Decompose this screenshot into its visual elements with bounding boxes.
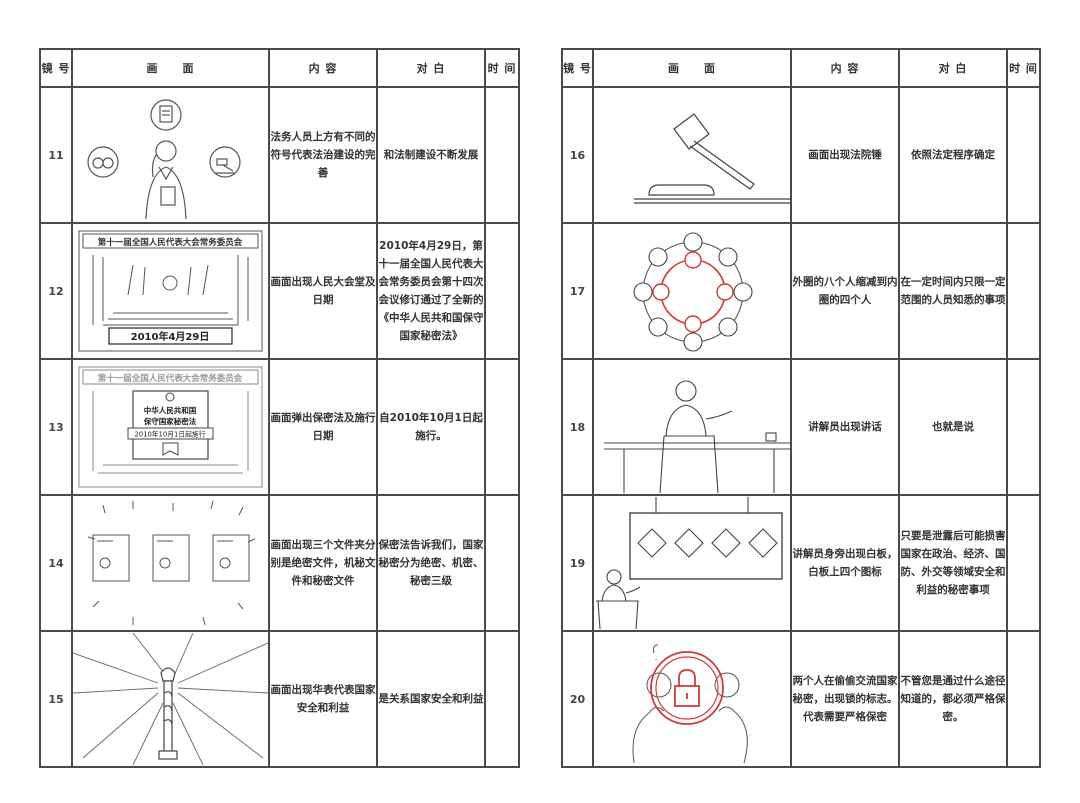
sketch-huabiao bbox=[71, 630, 270, 768]
shot-number: 18 bbox=[561, 358, 594, 496]
content-text: 画面弹出保密法及施行日期 bbox=[268, 358, 378, 496]
dialogue-text: 保密法告诉我们，国家秘密分为绝密、机密、秘密三级 bbox=[376, 494, 486, 632]
shot-number: 20 bbox=[561, 630, 594, 768]
whiteboard-icon bbox=[629, 512, 783, 580]
content-text: 画面出现法院锤 bbox=[790, 86, 900, 224]
table-row: 14 画面出现三个文件夹分别是绝密文件，机秘文件和秘密文件 保密法告诉我们，国家… bbox=[39, 494, 520, 632]
dialogue-text: 只要是泄露后可能损害国家在政治、经济、国防、外交等领域安全和利益的秘密事项 bbox=[898, 494, 1008, 632]
table-row: 11 法务人员上方有不同的符号代表法治建设的 bbox=[39, 86, 520, 224]
table-row: 16 画面出现法院锤 依照法定程序确定 bbox=[561, 86, 1041, 224]
table-row: 13 第十一届全国人民代表大会常务委员会 中华人民共和国 保守国家秘密法 201… bbox=[39, 358, 520, 496]
content-text: 外圈的八个人缩减到内圈的四个人 bbox=[790, 222, 900, 360]
shot-number: 17 bbox=[561, 222, 594, 360]
shot-number: 14 bbox=[39, 494, 73, 632]
certificate-icon bbox=[150, 99, 182, 131]
table-row: 17 bbox=[561, 222, 1041, 360]
time-cell bbox=[484, 494, 520, 632]
sketch-law-popup: 第十一届全国人民代表大会常务委员会 中华人民共和国 保守国家秘密法 2010年1… bbox=[71, 358, 270, 496]
gavel-icon bbox=[673, 113, 755, 190]
presenter-figure bbox=[665, 380, 733, 437]
sketch-secret-whisper bbox=[592, 630, 792, 768]
header-content: 内 容 bbox=[268, 48, 378, 88]
dialogue-text: 也就是说 bbox=[898, 358, 1008, 496]
table-row: 20 两个人在偷偷交流国家秘密，出现锁的标志。代表需要严格保密 不管您是 bbox=[561, 630, 1041, 768]
shot-number: 12 bbox=[39, 222, 73, 360]
folder-icon bbox=[152, 534, 190, 582]
time-cell bbox=[1006, 86, 1041, 224]
sketch-people-circle bbox=[592, 222, 792, 360]
folder-icon bbox=[92, 534, 130, 582]
header-row: 镜 号 画 面 内 容 对 白 时 间 bbox=[561, 48, 1041, 88]
content-text: 法务人员上方有不同的符号代表法治建设的完善 bbox=[268, 86, 378, 224]
time-cell bbox=[484, 222, 520, 360]
header-time: 时 间 bbox=[484, 48, 520, 88]
header-row: 镜 号 画 面 内 容 对 白 时 间 bbox=[39, 48, 520, 88]
content-text: 讲解员身旁出现白板，白板上四个图标 bbox=[790, 494, 900, 632]
table-row: 19 bbox=[561, 494, 1041, 632]
congress-banner-text: 第十一届全国人民代表大会常务委员会 bbox=[98, 237, 243, 248]
handcuffs-icon bbox=[87, 146, 119, 178]
table-row: 15 画面出现华表代表国家安全和利益 是关系国家安全和利益 bbox=[39, 630, 520, 768]
law-title-line2: 保守国家秘密法 bbox=[143, 416, 197, 426]
header-shot: 镜 号 bbox=[39, 48, 73, 88]
header-time: 时 间 bbox=[1006, 48, 1041, 88]
shot-number: 11 bbox=[39, 86, 73, 224]
header-shot: 镜 号 bbox=[561, 48, 594, 88]
sketch-whiteboard bbox=[592, 494, 792, 632]
dialogue-text: 是关系国家安全和利益 bbox=[376, 630, 486, 768]
header-content: 内 容 bbox=[790, 48, 900, 88]
folder-icon bbox=[212, 534, 250, 582]
sketch-great-hall: 第十一届全国人民代表大会常务委员会 2010年4月29日 bbox=[71, 222, 270, 360]
storyboard-table-right: 镜 号 画 面 内 容 对 白 时 间 16 画面出现法院 bbox=[561, 48, 1041, 768]
presenter-figure bbox=[601, 569, 641, 602]
dialogue-text: 在一定时间内只限一定范围的人员知悉的事项 bbox=[898, 222, 1008, 360]
content-text: 两个人在偷偷交流国家秘密，出现锁的标志。代表需要严格保密 bbox=[790, 630, 900, 768]
header-picture: 画 面 bbox=[592, 48, 792, 88]
dialogue-text: 依照法定程序确定 bbox=[898, 86, 1008, 224]
content-text: 画面出现人民大会堂及日期 bbox=[268, 222, 378, 360]
congress-date-text: 2010年4月29日 bbox=[131, 330, 210, 343]
shot-number: 19 bbox=[561, 494, 594, 632]
law-title-line1: 中华人民共和国 bbox=[144, 405, 197, 415]
congress-banner-faded: 第十一届全国人民代表大会常务委员会 bbox=[98, 373, 243, 384]
time-cell bbox=[1006, 358, 1041, 496]
storyboard-table-left: 镜 号 画 面 内 容 对 白 时 间 11 bbox=[39, 48, 520, 768]
sketch-lawyer-symbols bbox=[71, 86, 270, 224]
content-text: 画面出现华表代表国家安全和利益 bbox=[268, 630, 378, 768]
sketch-court-gavel bbox=[592, 86, 792, 224]
time-cell bbox=[484, 358, 520, 496]
huabiao-column-icon bbox=[158, 667, 178, 760]
time-cell bbox=[1006, 494, 1041, 632]
time-cell bbox=[484, 630, 520, 768]
time-cell bbox=[484, 86, 520, 224]
content-text: 画面出现三个文件夹分别是绝密文件，机秘文件和秘密文件 bbox=[268, 494, 378, 632]
dialogue-text: 不管您是通过什么途径知道的，都必须严格保密。 bbox=[898, 630, 1008, 768]
lawyer-figure bbox=[145, 140, 187, 220]
shot-number: 13 bbox=[39, 358, 73, 496]
law-effective-date: 2010年10月1日起施行 bbox=[134, 430, 205, 439]
dialogue-text: 2010年4月29日，第十一届全国人民代表大会常务委员会第十四次会议修订通过了全… bbox=[376, 222, 486, 360]
content-text: 讲解员出现讲话 bbox=[790, 358, 900, 496]
shot-number: 16 bbox=[561, 86, 594, 224]
time-cell bbox=[1006, 222, 1041, 360]
lock-icon bbox=[650, 651, 724, 725]
dialogue-text: 自2010年10月1日起施行。 bbox=[376, 358, 486, 496]
header-dialogue: 对 白 bbox=[376, 48, 486, 88]
time-cell bbox=[1006, 630, 1041, 768]
header-picture: 画 面 bbox=[71, 48, 270, 88]
people-circle-icon bbox=[633, 232, 753, 352]
header-dialogue: 对 白 bbox=[898, 48, 1008, 88]
sketch-three-folders bbox=[71, 494, 270, 632]
table-row: 18 讲解员出现讲话 也就是说 bbox=[561, 358, 1041, 496]
dialogue-text: 和法制建设不断发展 bbox=[376, 86, 486, 224]
gavel-icon bbox=[209, 146, 241, 178]
sketch-presenter bbox=[592, 358, 792, 496]
shot-number: 15 bbox=[39, 630, 73, 768]
table-row: 12 第十一届全国人民代表大会常务委员会 2010年4月29日 画面出现人民大会… bbox=[39, 222, 520, 360]
